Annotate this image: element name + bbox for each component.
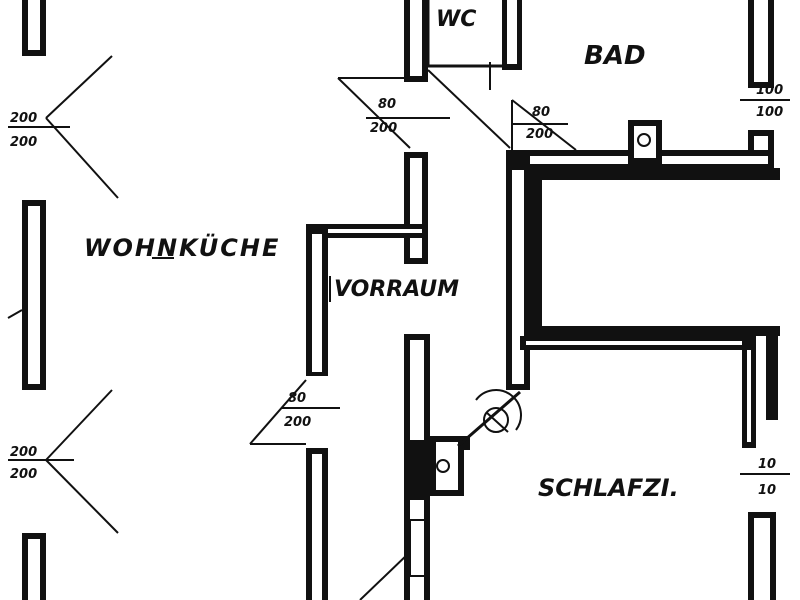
dim-left-upper-window: 200 200 [10, 111, 37, 150]
vorraum-upper-wall [306, 152, 428, 600]
wc-door-swing [337, 62, 511, 149]
room-label-wohnkueche: WOHNKÜCHE [84, 232, 280, 262]
dim-left-upper-window-height: 200 [10, 135, 37, 150]
dim-door-wohnkueche: 80 200 [284, 391, 311, 430]
dim-left-lower-window-height: 200 [10, 467, 37, 482]
dim-door-wohnkueche-width: 80 [288, 391, 306, 406]
right-block-walls [506, 150, 780, 600]
wohnkueche-door-swing [249, 379, 340, 445]
bad-walls [512, 0, 774, 170]
dim-door-wc-height: 200 [370, 121, 397, 136]
room-label-vorraum: VORRAUM [334, 277, 459, 302]
dim-left-upper-window-width: 200 [10, 111, 37, 126]
left-wall-tick [7, 309, 23, 319]
dim-right-upper-window-height: 100 [756, 105, 783, 120]
dim-door-bad-height: 200 [526, 127, 553, 142]
dim-left-lower-window: 200 200 [10, 445, 37, 482]
dim-right-lower-window-width: 10 [758, 457, 776, 472]
dim-right-upper-window: 100 100 [756, 83, 783, 120]
right-window-marks [740, 99, 790, 475]
lower-door-swing [359, 551, 411, 600]
room-label-wc: WC [436, 7, 476, 32]
wc-walls [404, 0, 522, 82]
schlafzi-door [457, 389, 522, 448]
dim-door-wc-width: 80 [378, 97, 396, 112]
dim-right-upper-window-width: 100 [756, 83, 783, 98]
dim-left-lower-window-width: 200 [10, 445, 37, 460]
left-exterior-wall [22, 0, 46, 600]
dim-door-bad: 80 200 [526, 105, 553, 142]
dim-right-lower-window-height: 10 [758, 483, 776, 498]
bad-door-swing [511, 99, 577, 151]
vorraum-lower-wall [404, 334, 470, 600]
dim-door-bad-width: 80 [532, 105, 550, 120]
room-label-schlafzi: SCHLAFZI. [538, 474, 679, 502]
room-label-bad: BAD [584, 41, 646, 71]
dim-door-wohnkueche-height: 200 [284, 415, 311, 430]
left-upper-window-swing [8, 55, 119, 199]
dim-right-lower-window: 10 10 [758, 457, 776, 498]
dim-door-wc-vorraum: 80 200 [370, 97, 397, 136]
left-lower-window-swing [8, 389, 119, 534]
